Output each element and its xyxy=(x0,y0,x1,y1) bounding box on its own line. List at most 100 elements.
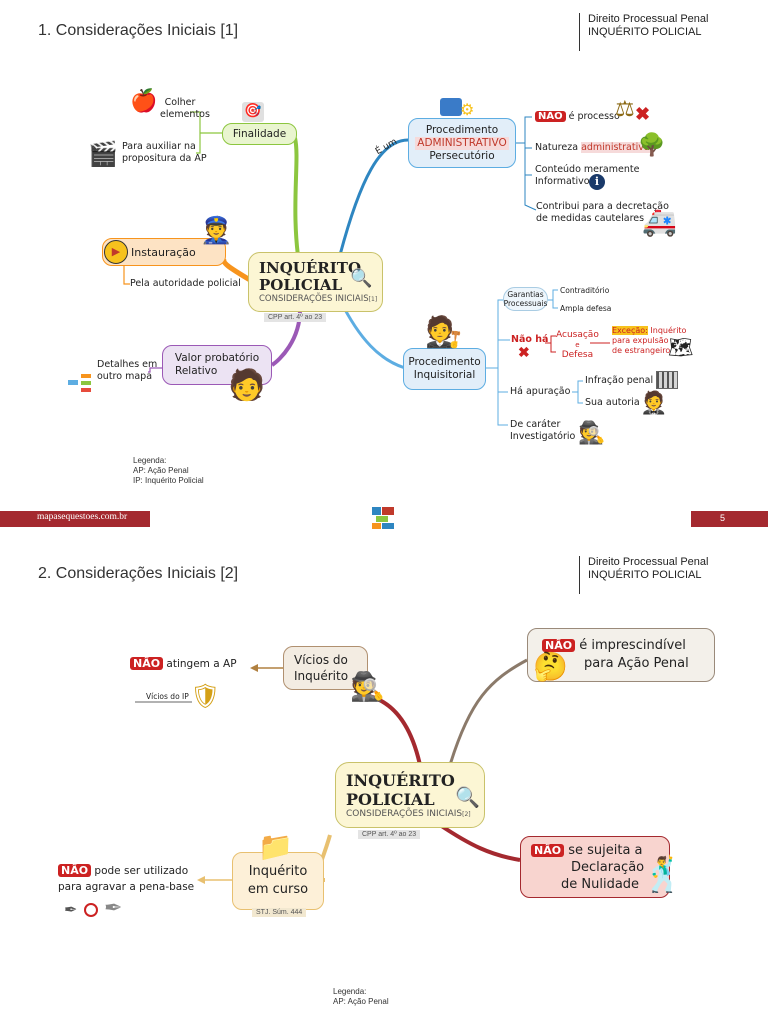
detalhes-text: Detalhes em outro mapa xyxy=(97,359,157,383)
nao-ha-text: Não há xyxy=(511,334,549,345)
instauracao-item: Pela autoridade policial xyxy=(130,278,241,289)
thinking-face-icon: 🤔 xyxy=(533,651,568,682)
carater-line1: De caráter xyxy=(510,419,561,430)
proc-inq-line1: Procedimento xyxy=(408,356,481,368)
proc-inq-line2: Inquisitorial xyxy=(413,369,476,381)
brazil-map-icon: 🗺 xyxy=(668,337,694,359)
valor-label-2: Relativo xyxy=(175,365,218,377)
center-node: INQUÉRITO POLICIAL CONSIDERAÇÕES INICIAI… xyxy=(248,252,383,312)
ambulance-icon: 🚑 xyxy=(642,206,677,237)
inquerito-em-curso-node: Inquérito em curso xyxy=(232,852,324,910)
apple-person-icon: 🍎 xyxy=(130,88,158,113)
page2-center-subtitle: CONSIDERAÇÕES INICIAIS xyxy=(346,809,463,819)
conteudo-line1: Conteúdo meramente xyxy=(535,164,640,175)
police-officer-icon: 👮 xyxy=(200,215,233,245)
proc-adm-line1: Procedimento xyxy=(425,123,499,136)
auxiliar-line2: propositura da AP xyxy=(122,153,207,164)
carater-text: De caráter Investigatório xyxy=(510,419,575,443)
suspect-icon: 🤵 xyxy=(640,390,668,415)
ha-apuracao-text: Há apuração xyxy=(510,386,571,397)
imprescindivel-line1: é imprescindível xyxy=(579,638,686,653)
em-curso-item1: pode ser utilizado xyxy=(94,865,189,877)
quill-icon: ✒ xyxy=(104,895,123,920)
folder-documents-icon: 📁 xyxy=(258,831,293,862)
legend-title: Legenda: xyxy=(133,456,167,465)
magnifier-icon: 🔍 xyxy=(350,268,373,288)
carater-line2: Investigatório xyxy=(510,431,576,442)
administrativa-text: administrativa xyxy=(581,142,650,153)
legend-page2: Legenda: AP: Ação Penal xyxy=(333,987,389,1007)
page2-header-block: Direito Processual Penal INQUÉRITO POLIC… xyxy=(579,556,708,594)
stj-sumula-reference: STJ. Súm. 444 xyxy=(252,908,307,917)
acusacao-text: Acusação xyxy=(556,330,599,340)
page2-header-topic: INQUÉRITO POLICIAL xyxy=(588,569,702,581)
finalidade-node: Finalidade xyxy=(222,123,297,145)
e-processo-text: é processo xyxy=(568,111,620,122)
footer-bar-right xyxy=(691,511,768,527)
procedimento-inquisitorial-node: Procedimento Inquisitorial xyxy=(403,348,486,390)
vicios-node: Vícios do Inquérito xyxy=(283,646,368,690)
page2-center-node: INQUÉRITO POLICIAL CONSIDERAÇÕES INICIAI… xyxy=(335,762,485,828)
dancing-figure-icon: 🕺 xyxy=(642,856,685,894)
nulidade-line3: de Nulidade xyxy=(561,876,640,892)
footer-bar-left xyxy=(0,511,150,527)
excecao-label: Exceção: xyxy=(612,326,648,335)
shield-icon: 🛡 xyxy=(190,683,221,710)
legend-page1: Legenda: AP: Ação Penal IP: Inquérito Po… xyxy=(133,456,204,486)
page2-title: 2. Considerações Iniciais [2] xyxy=(38,565,239,582)
garantias-line2: Processuais xyxy=(503,299,548,308)
page2-header-subject: Direito Processual Penal xyxy=(588,556,709,568)
valor-probatorio-node: Valor probatório Relativo xyxy=(162,345,272,385)
vicios-line2: Inquérito xyxy=(294,669,349,683)
procedimento-administrativo-node: Procedimento ADMINISTRATIVO Persecutório xyxy=(408,118,516,168)
vicios-line1: Vícios do xyxy=(294,653,348,667)
header-subject: Direito Processual Penal xyxy=(588,13,709,25)
valor-label-1: Valor probatório xyxy=(174,352,260,364)
contraditorio-text: Contraditório xyxy=(560,286,610,295)
clapperboard-icon: 🎬 xyxy=(88,141,118,168)
em-curso-line1: Inquérito xyxy=(248,864,308,879)
contribui-line1: Contribui para a decretação xyxy=(536,201,669,212)
e-text: e xyxy=(575,341,580,349)
em-curso-line2: em curso xyxy=(247,882,309,897)
red-x-icon: ✖ xyxy=(518,344,530,360)
garantias-cloud: Garantias Processuais xyxy=(503,287,548,311)
sua-autoria-text: Sua autoria xyxy=(585,397,640,408)
page2-magnifier-icon: 🔍 xyxy=(455,787,480,809)
finalidade-label: Finalidade xyxy=(232,128,287,140)
contribui-item: Contribui para a decretação de medidas c… xyxy=(536,201,669,225)
center-title-line1: INQUÉRITO xyxy=(259,259,362,277)
cross-icon: ✖ xyxy=(635,104,651,124)
center-subtitle: CONSIDERAÇÕES INICIAIS xyxy=(259,294,369,304)
nao-e-processo: NÃO é processo xyxy=(535,111,620,123)
nao-badge: NÃO xyxy=(535,111,566,122)
contribui-line2: de medidas cautelares xyxy=(536,213,645,224)
info-icon: i xyxy=(589,174,605,190)
natureza-text: Natureza xyxy=(535,142,579,153)
nao-pode-ser-utilizado: NÃO pode ser utilizado para agravar a pe… xyxy=(58,863,194,895)
proc-adm-line2: ADMINISTRATIVO xyxy=(415,136,509,150)
footer-site-link[interactable]: mapasequestoes.com.br xyxy=(37,512,128,522)
natureza-item: Natureza administrativa xyxy=(535,142,650,154)
em-curso-item2: para agravar a pena-base xyxy=(58,881,195,893)
page-title: 1. Considerações Iniciais [1] xyxy=(38,22,239,39)
center-number: [1] xyxy=(368,296,378,303)
excecao-line1: Inquérito xyxy=(650,326,687,335)
excecao-text: Exceção: Inquérito para expulsão de estr… xyxy=(612,326,686,356)
scales-icon: ⚖ xyxy=(615,96,635,121)
acusacao-defesa: Acusação e Defesa xyxy=(556,330,599,360)
finalidade-item-colher: Colher elementos xyxy=(160,97,210,121)
garantias-line1: Garantias xyxy=(507,290,544,299)
detalhes-line1: Detalhes em xyxy=(97,359,158,370)
investigation-icon: 🕵 xyxy=(578,420,606,445)
nao-atingem-ap: NÃO atingem a AP xyxy=(130,657,237,670)
detective-icon: 🕵 xyxy=(350,671,385,702)
atingem-ap-text: atingem a AP xyxy=(166,658,237,670)
nulidade-line2: Declaração xyxy=(571,859,645,875)
proc-adm-line3: Persecutório xyxy=(429,149,495,162)
interrogation-icon: 🧑‍⚖ xyxy=(425,316,463,349)
page2-legend-ap: AP: Ação Penal xyxy=(333,997,389,1006)
center-title-line2: POLICIAL xyxy=(259,276,343,294)
ampla-defesa-text: Ampla defesa xyxy=(560,304,612,313)
colher-elementos-text: Colher elementos xyxy=(160,97,210,120)
